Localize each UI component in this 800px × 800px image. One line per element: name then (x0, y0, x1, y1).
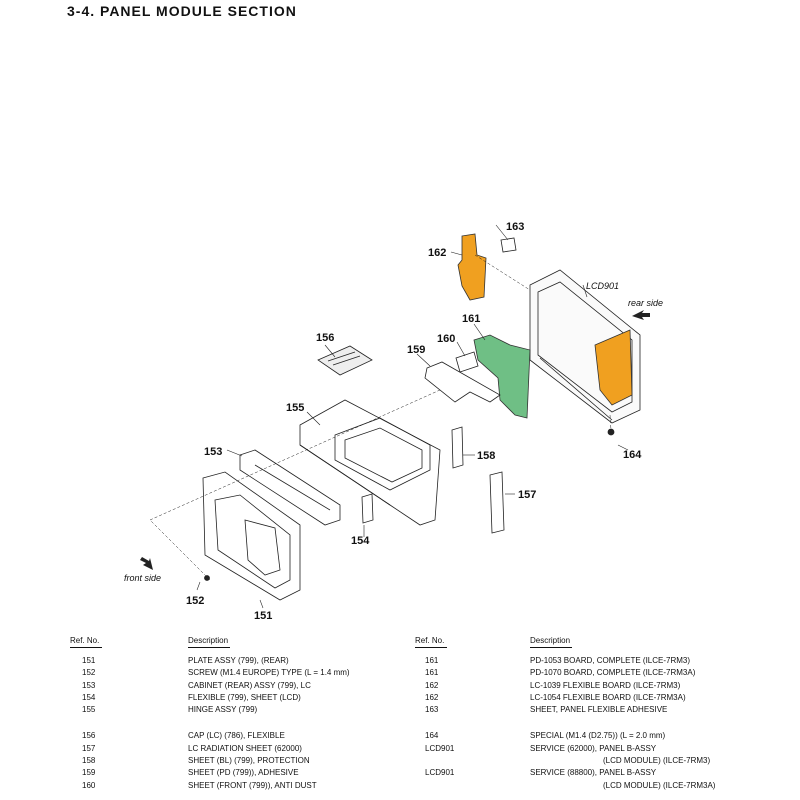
part-154-sheet (361, 493, 374, 524)
lcd-panel-part (529, 269, 641, 424)
table-row-continuation: (LCD MODULE) (ILCE-7RM3A) (603, 780, 716, 790)
header-description: Description (530, 636, 571, 645)
part-162-flex (457, 233, 487, 301)
label-151: 151 (254, 610, 272, 622)
part-151-plate (202, 471, 301, 601)
label-153: 153 (204, 446, 222, 458)
label-156: 156 (316, 332, 334, 344)
header-ref-no: Ref. No. (70, 636, 100, 645)
label-lcd901: LCD901 (586, 281, 619, 291)
table-row-continuation: (LCD MODULE) (ILCE-7RM3) (603, 756, 711, 766)
part-160-sheet (455, 351, 479, 373)
label-158: 158 (477, 450, 495, 462)
label-154: 154 (351, 535, 370, 547)
label-front-side: front side (124, 573, 161, 583)
front-side-arrow-icon (140, 557, 153, 570)
header-ref-no: Ref. No. (415, 636, 445, 645)
part-158-sheet (451, 426, 464, 469)
label-164: 164 (623, 449, 642, 461)
header-description: Description (188, 636, 229, 645)
part-159-sheet (424, 361, 501, 403)
label-159: 159 (407, 344, 425, 356)
part-152-screw (204, 575, 210, 581)
label-162: 162 (428, 247, 446, 259)
part-156-cap (317, 345, 373, 376)
part-161-board (473, 334, 531, 419)
part-163-sheet (500, 237, 517, 253)
label-rear-side: rear side (628, 298, 663, 308)
label-161: 161 (462, 313, 480, 325)
part-164-screw (607, 428, 615, 436)
label-152: 152 (186, 595, 204, 607)
label-160: 160 (437, 333, 455, 345)
rear-side-arrow-icon (632, 310, 650, 320)
part-157-sheet (489, 471, 505, 534)
part-155-hinge (299, 399, 441, 526)
label-155: 155 (286, 402, 304, 414)
label-157: 157 (518, 489, 536, 501)
part-153-cabinet (239, 449, 341, 526)
page-title: 3-4. PANEL MODULE SECTION (67, 3, 297, 19)
label-163: 163 (506, 221, 524, 233)
